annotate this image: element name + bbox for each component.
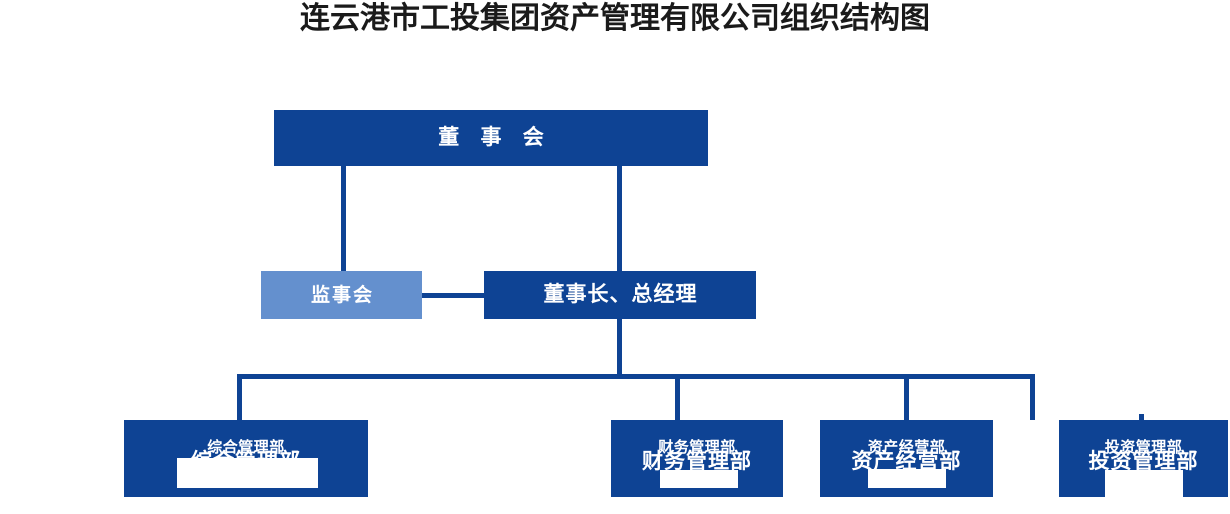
department-label-ghost: 投资管理部 [1088,449,1199,473]
node-chairman-general-manager[interactable]: 董事长、总经理 [484,271,756,319]
node-department-asset-operation[interactable]: 资产经营部 资产经营部 [820,420,993,497]
connector-drop-department-3 [904,374,909,420]
department-label: 资产经营部 [867,438,946,456]
connector-nub-department-3 [904,414,909,422]
page-title: 连云港市工投集团资产管理有限公司组织结构图 [300,1,930,36]
node-board-of-supervisors[interactable]: 监事会 [261,271,422,319]
connector-board-to-supervisors [341,166,346,272]
department-label: 财务管理部 [658,438,736,456]
connector-drop-department-2 [675,374,680,420]
department-label-ghost: 财务管理部 [642,449,752,473]
node-department-investment-management[interactable]: 投资管理部 投资管理部 [1059,420,1228,499]
connector-nub-department-4 [1139,414,1144,422]
connector-department-bus [237,374,1035,379]
department-label: 综合管理部 [207,438,285,456]
connector-chairman-to-bus [617,319,622,377]
department-overlay-artifact [868,469,946,488]
node-board-of-directors[interactable]: 董 事 会 [274,110,708,166]
connector-drop-department-4 [1030,374,1035,420]
connector-drop-department-1 [237,374,242,420]
department-overlay-artifact [177,458,318,488]
department-overlay-artifact [660,470,738,488]
connector-board-to-chairman [617,166,622,272]
department-label: 投资管理部 [1104,438,1183,456]
node-department-financial-management[interactable]: 财务管理部 财务管理部 [611,420,783,497]
department-overlay-artifact [1105,470,1183,499]
connector-supervisors-chairman [421,293,485,298]
connector-nub-department-2 [675,414,680,422]
node-department-general-management[interactable]: 综合管理部 综合管理部 [124,420,368,497]
